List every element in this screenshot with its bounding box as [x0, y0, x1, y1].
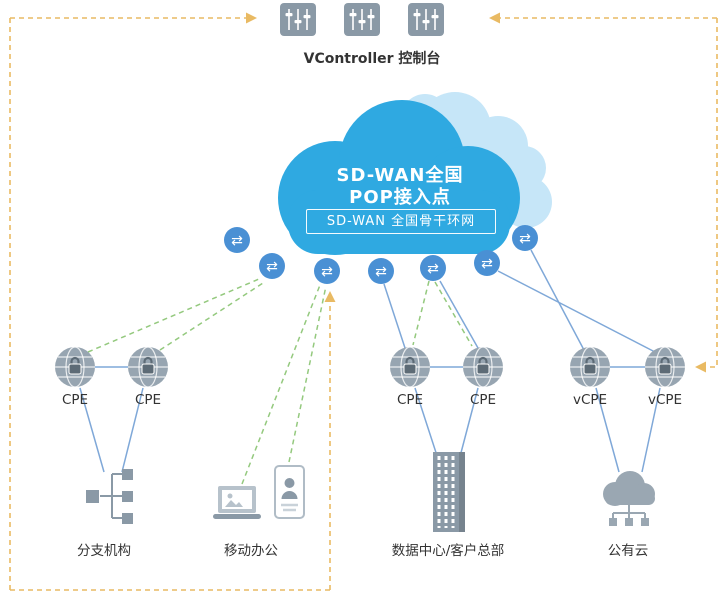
vcpe-globe-icon	[643, 345, 687, 389]
svg-text:⇄: ⇄	[375, 264, 387, 280]
cpe-label: CPE	[396, 392, 424, 408]
vcontroller-icon	[279, 2, 317, 37]
vcpe-globe-icon	[568, 345, 612, 389]
svg-text:⇄: ⇄	[427, 261, 439, 277]
cloud-subtitle-box: SD-WAN 全国骨干环网	[306, 209, 496, 234]
svg-text:⇄: ⇄	[231, 233, 243, 249]
pop-node-icon: ⇄	[224, 227, 250, 253]
pop-node-icon: ⇄	[259, 253, 285, 279]
svg-text:⇄: ⇄	[266, 259, 278, 275]
pop-node-icon: ⇄	[368, 258, 394, 284]
site-label-branch: 分支机构	[77, 543, 131, 559]
pop-node-icon: ⇄	[512, 225, 538, 251]
primary-links	[79, 249, 661, 473]
branch-network-icon	[86, 469, 133, 524]
vcontroller-label: VController 控制台	[303, 51, 441, 67]
management-boundary-dashed	[9, 12, 718, 591]
cpe-globe-icon	[126, 345, 170, 389]
cpe-globe-icon	[53, 345, 97, 389]
pop-node-icon: ⇄	[474, 250, 500, 276]
cpe-label: CPE	[61, 392, 89, 408]
pop-node-icon: ⇄	[420, 255, 446, 281]
public-cloud-icon	[603, 471, 655, 526]
cpe-label: CPE	[469, 392, 497, 408]
vcpe-label: vCPE	[647, 392, 683, 408]
vcontroller-icon	[343, 2, 381, 37]
cloud-title-line2: POP接入点	[349, 187, 451, 208]
svg-text:⇄: ⇄	[321, 264, 333, 280]
svg-text:⇄: ⇄	[481, 256, 493, 272]
cloud-title-line1: SD-WAN全国	[336, 165, 464, 186]
phone-icon	[274, 465, 305, 519]
vcpe-label: vCPE	[572, 392, 608, 408]
sdwan-cloud-shape	[278, 100, 520, 255]
pop-node-icon: ⇄	[314, 258, 340, 284]
building-icon	[433, 452, 465, 532]
svg-text:⇄: ⇄	[519, 231, 531, 247]
site-label-mobile: 移动办公	[224, 543, 278, 559]
cpe-label: CPE	[134, 392, 162, 408]
laptop-icon	[213, 486, 261, 519]
pop-nodes: ⇄ ⇄ ⇄ ⇄ ⇄ ⇄ ⇄	[224, 225, 538, 284]
site-label-datacenter: 数据中心/客户总部	[391, 543, 505, 559]
cpe-globe-icon	[461, 345, 505, 389]
vcontroller-icon	[407, 2, 445, 37]
site-label-public-cloud: 公有云	[607, 543, 649, 559]
backup-links	[87, 278, 473, 485]
cpe-globe-icon	[388, 345, 432, 389]
management-arrowheads	[246, 12, 706, 373]
